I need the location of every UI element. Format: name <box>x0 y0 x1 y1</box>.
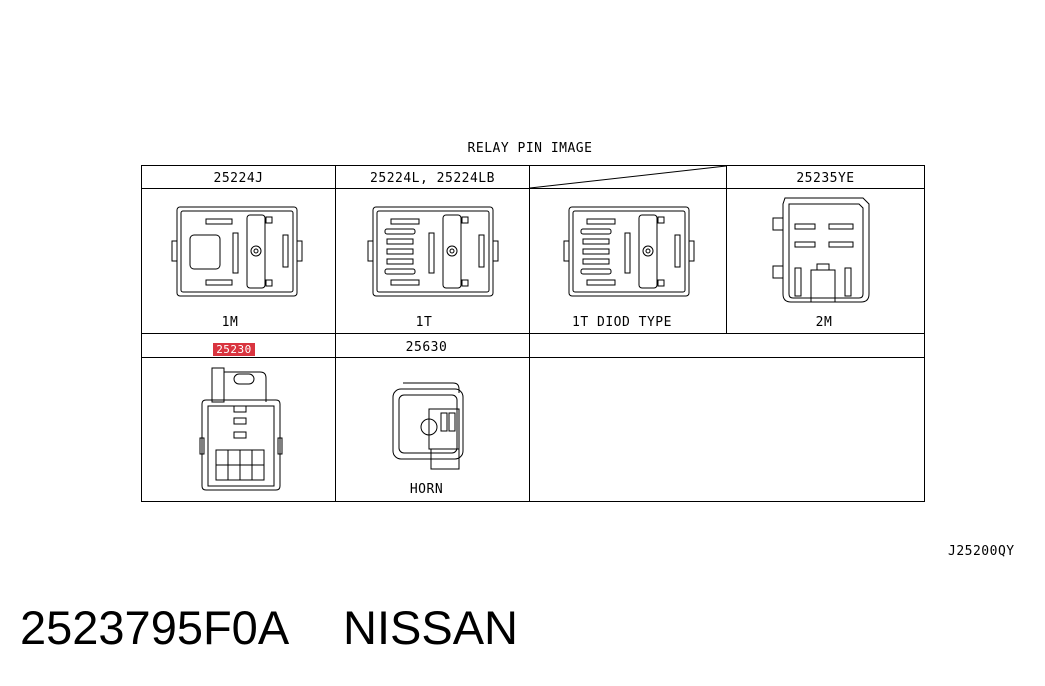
part-label-25224l: 25224L, 25224LB <box>370 171 495 186</box>
relay-1m-drawing <box>171 206 303 297</box>
caption-1t: 1T <box>415 315 433 330</box>
relay-25230-drawing <box>199 367 283 491</box>
relay-horn-drawing <box>392 382 464 470</box>
relay-1t-diode-drawing <box>563 206 695 297</box>
relay-1t-drawing <box>367 206 499 297</box>
highlighted-part-container: 25230 <box>142 340 326 358</box>
caption-1t-diod-type: 1T DIOD TYPE <box>572 315 672 330</box>
caption-horn: HORN <box>409 482 444 497</box>
part-label-25630: 25630 <box>405 340 448 355</box>
part-label-25230-highlighted: 25230 <box>213 343 255 356</box>
part-label-25235ye: 25235YE <box>796 171 855 186</box>
caption-2m: 2M <box>815 315 833 330</box>
footer-part-number: 2523795F0A <box>20 601 290 654</box>
table-grid <box>141 165 925 502</box>
footer-brand: NISSAN <box>343 601 518 654</box>
part-label-25224j: 25224J <box>213 171 264 186</box>
empty-cell-diagonal <box>529 165 727 189</box>
relay-2m-drawing <box>772 197 870 303</box>
diagram-title: RELAY PIN IMAGE <box>467 141 593 156</box>
drawing-code: J25200QY <box>948 544 1015 559</box>
caption-1m: 1M <box>221 315 239 330</box>
